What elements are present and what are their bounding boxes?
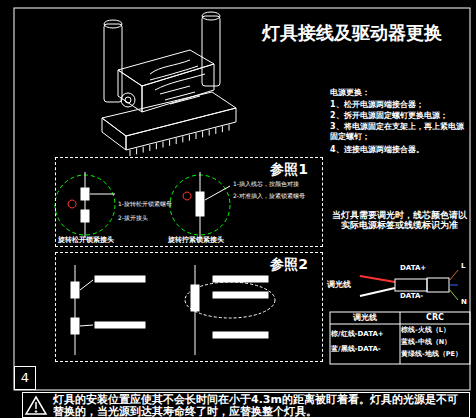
table-header: 调光线	[330, 313, 400, 323]
warning-box: 灯具的安装位置应使其不会长时间在小于4.3m的距离被盯着看。灯具的光源是不可替换…	[22, 392, 470, 418]
node-text: 参照1	[270, 161, 308, 179]
callout-text: 1-旋转松开锁紧螺母	[118, 200, 172, 207]
table-cell: 棕/红线-DATA+	[331, 330, 384, 338]
node-text: 4	[15, 370, 35, 385]
table-cell: 蓝/黑线-DATA-	[331, 345, 381, 353]
callout-text: 2-对准插入，旋紧锁紧螺母	[233, 192, 305, 199]
signal-name: DATA+	[400, 264, 426, 272]
step-text: 4、连接电源两端接合器。	[330, 145, 470, 155]
page-title: 灯具接线及驱动器更换	[262, 22, 442, 44]
connector-steps	[71, 265, 275, 355]
callout-text: 2-拔开接头	[118, 214, 148, 221]
page-number: 4	[14, 366, 36, 390]
dimming-cable	[360, 270, 458, 300]
figure-caption: 旋转松开锁紧接头	[58, 236, 114, 244]
pin-name: N	[461, 298, 467, 306]
connector-detail	[55, 172, 230, 238]
table-cell: 棕线-火线（L）	[401, 327, 450, 335]
callout-text: 1-插入线芯，按颜色对接	[233, 180, 299, 187]
table-header: CRC	[400, 313, 470, 323]
sheet-frame	[14, 8, 470, 390]
note-text: 当灯具需要调光时，线芯颜色请以实际电源标签或线缆标识为准	[328, 210, 470, 230]
step-text: 1、松开电源两端接合器；	[330, 100, 470, 110]
wire-table	[330, 312, 470, 364]
reference-box: 参照2	[55, 252, 323, 362]
figure-caption: 旋转拧紧锁紧接头	[168, 236, 224, 244]
section-heading: 电源更换：	[330, 88, 370, 98]
reference-box: 参照1	[55, 157, 323, 247]
node-text: 参照2	[270, 256, 308, 274]
signal-name: DATA-	[400, 292, 423, 300]
step-text: 3、将电源固定在支架上，再上紧电源固定螺钉；	[330, 122, 468, 141]
node-text: 灯具的安装位置应使其不会长时间在小于4.3m的距离被盯着看。灯具的光源是不可替换…	[53, 394, 465, 418]
table-cell: 黄绿线-地线（PE）	[401, 351, 462, 359]
pin-name: L	[461, 262, 465, 270]
warning-icon	[26, 397, 46, 414]
wire-label: 调光线	[327, 280, 351, 290]
table-cell: 蓝线-中线（N）	[401, 339, 451, 347]
step-text: 2、拆开电源固定螺钉更换电源；	[330, 111, 470, 121]
lamp-illustration	[102, 12, 236, 156]
